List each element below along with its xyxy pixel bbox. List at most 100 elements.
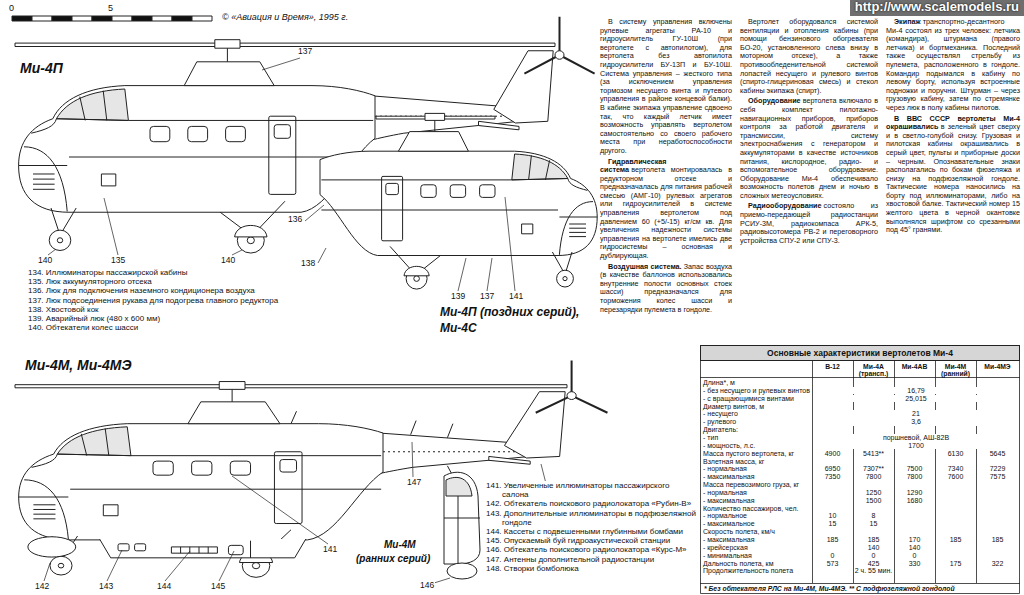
table-cell: 4900 (813, 450, 852, 458)
table-cell: 15 (813, 520, 852, 528)
leader-line (505, 197, 515, 291)
table-cell: 1700 (814, 442, 1018, 450)
article-text: вертолета включало в себя комплект пилот… (740, 96, 878, 200)
table-footnote: * Без обтекателя РЛС на Ми-4М, Ми-4МЭ. *… (704, 585, 955, 593)
table-row-label: - нормальное (703, 512, 747, 520)
table-row-label: - рулевого (703, 418, 736, 426)
leader-line (104, 198, 118, 255)
article-paragraph: В ВВС СССР вертолеты Ми-4 окрашивалисьв … (886, 115, 1020, 235)
article-column: Экипажтранспортно-десантного Ми-4 состоя… (886, 18, 1020, 237)
run-in-heading: Экипаж (894, 17, 921, 26)
legend-entry: 146. Обтекатель поискового радиолокатора… (486, 545, 698, 554)
table-title-band: Основные характеристики вертолетов Ми-4 (700, 345, 1020, 361)
leader-line (232, 250, 242, 255)
callout-number: 145 (210, 582, 226, 592)
helicopter-mi4m (15, 385, 567, 388)
table-header: Ми-4М (ранний) (936, 363, 975, 377)
leader-line (487, 258, 492, 291)
nose-detail-mi4m-early (444, 496, 480, 564)
article-paragraph: Гидравлическая системавертолета монтиров… (600, 158, 732, 261)
scale-bar (72, 16, 92, 21)
leader-line (44, 563, 50, 581)
nose-detail-mi4m-early (444, 472, 480, 564)
callout-number: 144 (156, 582, 172, 592)
table-cell: 7800 (854, 473, 893, 481)
copyright-note: © «Авиация и Время», 1995 г. (222, 12, 348, 22)
table-cell: 16,79 (814, 387, 1018, 395)
helicopter-mi4m (19, 382, 383, 578)
leader-line (412, 442, 413, 477)
leader-line (165, 551, 190, 581)
table-row-label: Длина*, м (703, 379, 735, 387)
table-cell: 25,015 (814, 395, 1018, 403)
article-column: Вертолет оборудовался системой вентиляци… (740, 18, 878, 247)
scale-bar (12, 16, 32, 21)
table-cell: 5413** (854, 450, 893, 458)
table-cell: 140 (854, 544, 893, 552)
table-row-label: - крейсерская (703, 544, 748, 552)
table-cell: поршневой, АШ-82В (814, 434, 1018, 442)
table-row-label: - нормальная (703, 465, 747, 473)
table-cell: 6950 (813, 465, 852, 473)
table-cell: 1290 (895, 489, 934, 497)
table-cell: 185 (936, 536, 975, 544)
scale-bar (92, 16, 112, 21)
legend-entry: 144. Кассеты с подвешенными глубинными б… (486, 527, 698, 536)
legend-entry: 140. Обтекатели колес шасси (28, 323, 290, 332)
article-paragraph: Радиооборудованиесостояло из приемо-пере… (740, 202, 878, 245)
scale-bar (52, 16, 72, 21)
scale-mark: 0 (9, 3, 14, 13)
table-grid (701, 346, 1020, 594)
table-row-label: Дальность полета, км (703, 560, 773, 568)
table-row-label: - с вращающимися винтами (703, 395, 794, 403)
table-title: Основные характеристики вертолетов Ми-4 (767, 348, 953, 358)
variant-title: Ми-4П (20, 60, 63, 76)
helicopter-mi4p (371, 17, 594, 150)
leader-line (107, 550, 122, 581)
article-text: транспортно-десантного Ми-4 состоял из т… (886, 17, 1020, 112)
table-cell: 7307** (854, 465, 893, 473)
leader-line (48, 249, 56, 255)
table-row-label: - максимальное (703, 520, 755, 528)
legend-entry: 143. Дополнительные иллюминаторы в подфю… (486, 509, 698, 527)
table-row-label: - минимальная (703, 552, 752, 560)
legend-entry: 145. Опускаемый буй гидроакустической ст… (486, 536, 698, 545)
nose-detail-mi4m-early (447, 563, 477, 579)
leader-line (305, 205, 324, 221)
callout-number: 137 (297, 47, 313, 57)
scale-bar (112, 16, 132, 21)
nose-detail-mi4m-early (446, 477, 472, 496)
callout-number: 140 (220, 256, 236, 266)
article-text: Вертолет оборудовался системой вентиляци… (740, 17, 878, 95)
article-text: в зеленый цвет сверху и в светло-голубой… (886, 122, 1020, 234)
table-cell: 7800 (895, 473, 934, 481)
article-text: В систему управления включены рулевые аг… (600, 17, 732, 155)
table-row-label: - мощность, л.с. (703, 442, 755, 450)
legend-entry: 136. Люк для подключения наземного конди… (28, 286, 290, 295)
variant-title: Ми-4П (поздних серий), (440, 306, 579, 320)
legend-entry: 142. Обтекатель поискового радиолокатора… (486, 499, 698, 508)
table-cell: 2 ч. 55 мин. (854, 567, 893, 575)
callout-number: 138 (300, 259, 316, 269)
table-row-label: Диаметр винтов, м (703, 403, 764, 411)
callout-number: 136 (287, 215, 303, 225)
table-cell: 10 (813, 512, 852, 520)
leader-line (318, 248, 326, 263)
table-cell: 7500 (895, 465, 934, 473)
table-row-label: Взлетная масса, кг (703, 458, 764, 466)
table-cell: 322 (977, 560, 1018, 568)
table-row-label: - нормальная (703, 489, 747, 497)
helicopter-mi4p-late (320, 113, 597, 289)
table-cell: 185 (854, 536, 893, 544)
legend-list: 134. Иллюминаторы пассажирской кабины135… (28, 268, 290, 332)
legend-entry: 139. Аварийный люк (480 х 600 мм) (28, 314, 290, 323)
article-paragraph: Воздушная система.Запас воздуха (в качес… (600, 263, 732, 315)
table-cell: 7575 (977, 473, 1018, 481)
run-in-heading: Радиооборудование (748, 201, 821, 210)
article-paragraph: Экипажтранспортно-десантного Ми-4 состоя… (886, 18, 1020, 113)
legend-list: 141. Увеличенные иллюминаторы пассажирск… (486, 481, 698, 573)
table-row-label: Двигатель: (703, 426, 738, 434)
table-cell: 185 (813, 536, 852, 544)
leader-line (262, 58, 300, 70)
legend-entry: 135. Люк аккумуляторного отсека (28, 277, 290, 286)
